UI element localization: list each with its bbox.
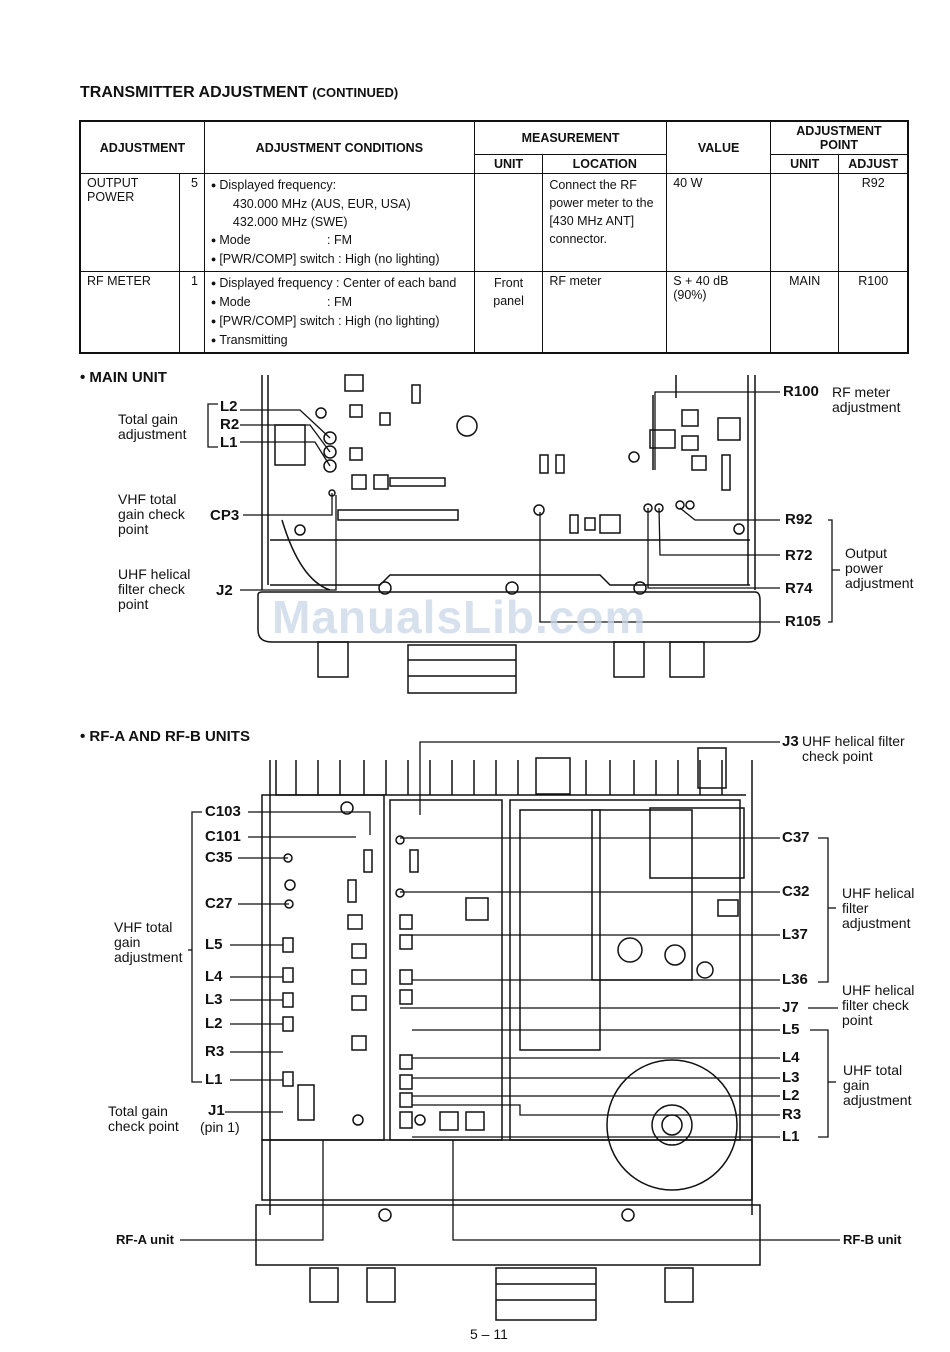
row-adj-unit: MAIN [769, 271, 840, 354]
ref-c103: C103 [205, 803, 241, 820]
total-gain-label: Total gain adjustment [118, 411, 187, 442]
row-conditions: Displayed frequency: 430.000 MHz (AUS, E… [203, 173, 475, 272]
header-adjust: ADJUST [838, 154, 909, 174]
table-row: OUTPUT POWER 5 Displayed frequency: 430.… [79, 173, 909, 272]
header-adjustment-point: ADJUSTMENT POINT [769, 120, 909, 155]
j3-label: UHF helical filter check point [802, 733, 905, 764]
main-unit-leaders [207, 391, 840, 623]
ref-l2: L2 [220, 398, 238, 415]
main-unit-title: • MAIN UNIT [80, 369, 167, 386]
ref-r92: R92 [785, 511, 813, 528]
main-unit-chassis [257, 374, 761, 694]
ref-c35: C35 [205, 849, 233, 866]
row-location: Connect the RF power meter to the [430 M… [542, 173, 668, 272]
row-adjustment: OUTPUT POWER [79, 173, 180, 272]
rf-b-unit-label: RF-B unit [843, 1232, 902, 1247]
adjustment-table: ADJUSTMENT ADJUSTMENT CONDITIONS MEASURE… [79, 120, 909, 354]
ref-j7: J7 [782, 999, 799, 1016]
row-step: 5 [178, 173, 205, 272]
rf-right-leaders [400, 741, 840, 1241]
uhf-total-gain-label: UHF total gain adjustment [843, 1062, 912, 1108]
output-power-adj-label: Output power adjustment [845, 545, 914, 591]
ref-c37: C37 [782, 829, 810, 846]
ref-r3-a: R3 [205, 1043, 225, 1060]
ref-r2: R2 [220, 416, 240, 433]
ref-l5-b: L5 [782, 1021, 800, 1038]
ref-j2: J2 [216, 582, 233, 599]
ref-l1-b: L1 [782, 1128, 800, 1145]
ref-r3-b: R3 [782, 1106, 802, 1123]
row-location: RF meter [542, 271, 668, 354]
ref-j1: J1 [208, 1102, 225, 1119]
header-value: VALUE [666, 120, 771, 174]
ref-c101: C101 [205, 828, 241, 845]
row-step: 1 [178, 271, 205, 354]
uhf-helical-label: UHF helical filter check point [118, 566, 191, 612]
ref-l4-a: L4 [205, 968, 223, 985]
table-row: RF METER 1 Displayed frequency : Center … [79, 271, 909, 354]
row-adjust: R92 [838, 173, 909, 272]
ref-r105: R105 [785, 613, 821, 630]
ref-c27: C27 [205, 895, 233, 912]
row-adj-unit [769, 173, 840, 272]
ref-l1: L1 [220, 434, 238, 451]
ref-l2-a: L2 [205, 1015, 223, 1032]
ref-r72: R72 [785, 547, 813, 564]
ref-l3-a: L3 [205, 991, 223, 1008]
header-location: LOCATION [542, 154, 668, 174]
ref-c32: C32 [782, 883, 810, 900]
ref-j3: J3 [782, 733, 799, 750]
uhf-helical-adj-label: UHF helical filter adjustment [842, 885, 915, 931]
ref-l5-a: L5 [205, 936, 223, 953]
ref-l37: L37 [782, 926, 808, 943]
vhf-check-label: VHF total gain check point [118, 491, 185, 537]
page-number: 5 – 11 [470, 1326, 508, 1342]
watermark: ManualsLib.com [272, 591, 647, 643]
ref-l2-b: L2 [782, 1087, 800, 1104]
row-unit [473, 173, 544, 272]
ref-l3-b: L3 [782, 1069, 800, 1086]
ref-l36: L36 [782, 971, 808, 988]
ref-l1-a: L1 [205, 1071, 223, 1088]
total-gain-check-label: Total gain check point [108, 1103, 179, 1134]
pin1-note: (pin 1) [200, 1119, 240, 1135]
rf-left-leaders [180, 811, 371, 1241]
rf-units-chassis [255, 747, 761, 1321]
rf-units-title: • RF-A AND RF-B UNITS [80, 728, 250, 745]
row-value: S + 40 dB (90%) [666, 271, 771, 354]
rf-a-unit-label: RF-A unit [116, 1232, 174, 1247]
row-adjust: R100 [838, 271, 909, 354]
row-unit: Front panel [473, 271, 544, 354]
ref-r100: R100 [783, 383, 819, 400]
rf-meter-adj-label: RF meter adjustment [832, 384, 901, 415]
vhf-total-gain-label: VHF total gain adjustment [114, 919, 183, 965]
row-conditions: Displayed frequency : Center of each ban… [203, 271, 475, 354]
page-title: TRANSMITTER ADJUSTMENT (CONTINUED) [80, 84, 399, 101]
row-adjustment: RF METER [79, 271, 180, 354]
header-unit: UNIT [473, 154, 544, 174]
ref-l4-b: L4 [782, 1049, 800, 1066]
ref-r74: R74 [785, 580, 813, 597]
ref-cp3: CP3 [210, 507, 240, 524]
row-value: 40 W [666, 173, 771, 272]
uhf-helical-check-label: UHF helical filter check point [842, 982, 915, 1028]
